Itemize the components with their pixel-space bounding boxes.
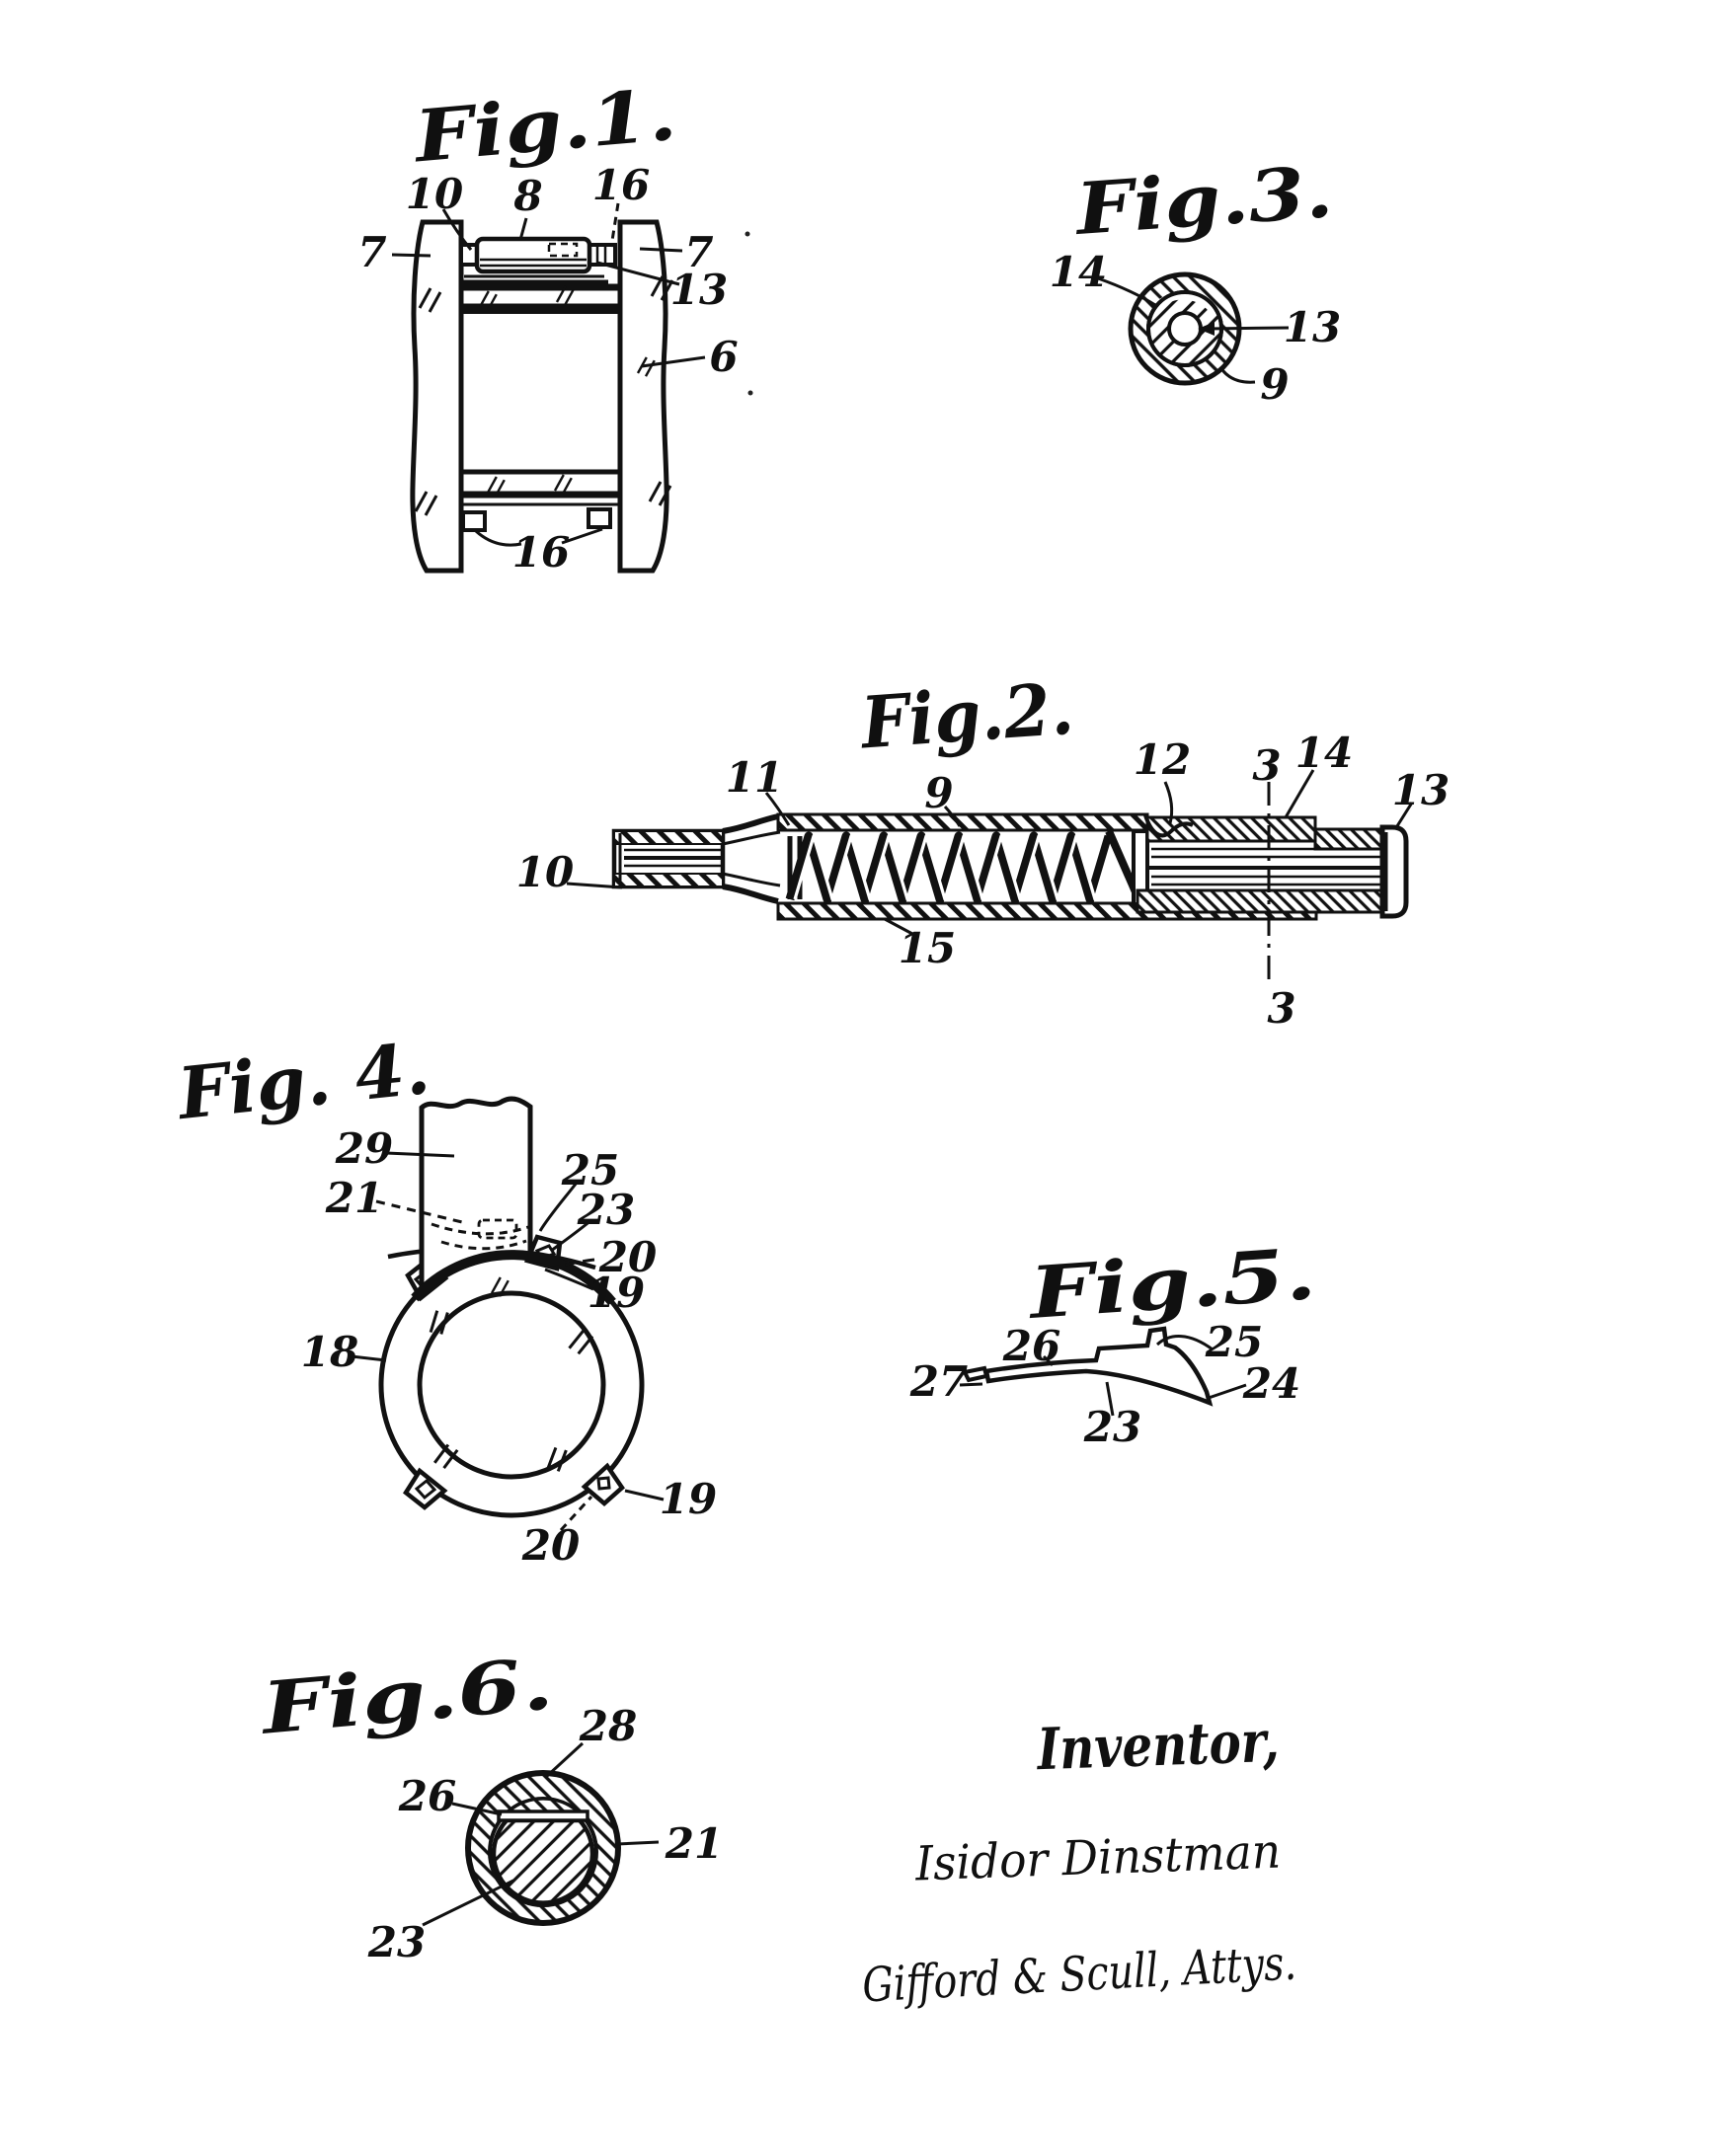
fig5-ref-25: 25 — [1205, 1318, 1263, 1366]
fig4-ref-20-bottom: 20 — [521, 1521, 580, 1570]
scan-speck — [745, 231, 750, 237]
fig5-end-tab-27 — [962, 1365, 989, 1383]
fig6-title: Fig.6. — [256, 1641, 556, 1750]
fig2-barrel-top-wall — [776, 812, 1149, 832]
fig6-bar-section-23 — [491, 1817, 595, 1905]
fig1-pin-hole-hidden — [547, 242, 579, 258]
fig4-hidden-details — [431, 1218, 529, 1251]
fig2-ref-11: 11 — [726, 753, 783, 802]
fig2-coil-spring — [785, 829, 1144, 905]
fig4-ref-21: 21 — [325, 1174, 383, 1222]
fig1-right-trunnion — [588, 243, 617, 267]
fig4-ref-18: 18 — [301, 1328, 358, 1376]
fig5-ref-23: 23 — [1083, 1403, 1141, 1451]
signature-block: Inventor, Isidor Dinstman Gifford & Scul… — [861, 1708, 1297, 2014]
fig1-ref-7-left: 7 — [357, 228, 386, 276]
fig6-flat-bar-26 — [497, 1810, 589, 1822]
inventor-signature: Isidor Dinstman — [913, 1824, 1282, 1892]
fig2-ref-15: 15 — [899, 924, 956, 972]
fig2-ref-3-bottom: 3 — [1267, 984, 1295, 1033]
figure-2: Fig.2. — [516, 666, 1450, 1033]
fig5-ref-26: 26 — [1002, 1322, 1060, 1370]
fig1-ref-7-right: 7 — [684, 228, 713, 276]
fig2-ref-3-top: 3 — [1252, 741, 1281, 790]
fig6-leaders — [422, 1741, 660, 1927]
fig6-ref-21: 21 — [665, 1819, 723, 1868]
fig4-leaders — [351, 1151, 665, 1532]
figure-6: Fig.6. 28 26 21 23 — [256, 1641, 723, 1966]
figure-3: Fig.3. 14 13 9 — [1050, 149, 1341, 409]
fig4-ref-25: 25 — [561, 1146, 619, 1194]
attorneys-signature: Gifford & Scull, Attys. — [861, 1936, 1297, 2014]
fig4-ring-top-edge — [411, 1250, 616, 1306]
fig5-ref-27: 27 — [909, 1357, 968, 1406]
fig5-title: Fig.5. — [1025, 1231, 1319, 1335]
fig3-arrowhead — [1198, 322, 1215, 336]
fig2-inner-rod — [1145, 847, 1386, 886]
fig6-ref-23: 23 — [367, 1918, 426, 1966]
figure-5: Fig.5. 27 26 25 24 23 — [909, 1231, 1319, 1451]
fig5-leaders — [959, 1335, 1247, 1417]
fig2-ref-13: 13 — [1392, 766, 1450, 814]
fig5-bar-profile — [983, 1326, 1214, 1407]
fig2-ref-9: 9 — [924, 769, 953, 817]
fig4-ref-19-bottom: 19 — [660, 1475, 717, 1523]
fig3-title: Fig.3. — [1071, 149, 1336, 251]
fig1-ref-13: 13 — [670, 266, 728, 314]
inventor-heading: Inventor, — [1035, 1708, 1281, 1784]
fig1-dial-opening — [458, 303, 623, 475]
fig3-ref-13: 13 — [1284, 303, 1341, 351]
fig3-bore — [1167, 311, 1203, 346]
fig4-case-ring-inner — [417, 1290, 606, 1480]
fig4-ref-29: 29 — [335, 1124, 393, 1173]
fig1-bottom-tab-left — [461, 510, 487, 532]
fig1-ref-16-bottom: 16 — [512, 528, 570, 577]
fig1-ref-10: 10 — [406, 170, 463, 218]
fig2-ref-10: 10 — [516, 848, 574, 896]
fig4-ref-23: 23 — [577, 1186, 635, 1234]
fig6-ref-28: 28 — [579, 1702, 637, 1750]
fig5-ref-24: 24 — [1242, 1359, 1300, 1408]
fig3-ref-9: 9 — [1260, 360, 1289, 409]
fig4-ref-19-top: 19 — [588, 1269, 645, 1317]
figure-4: Fig. 4. — [172, 1026, 717, 1570]
fig1-left-lug-bar — [410, 219, 464, 574]
fig4-ref-20-top: 20 — [598, 1233, 657, 1281]
figure-1: Fig.1. — [357, 72, 753, 577]
fig2-retainer-curl — [1143, 814, 1194, 838]
fig1-ref-16-top: 16 — [592, 161, 650, 209]
fig3-leaders — [1097, 276, 1290, 384]
fig4-title: Fig. 4. — [172, 1026, 432, 1135]
fig2-end-cap — [1379, 824, 1409, 919]
fig3-ref-14: 14 — [1050, 248, 1107, 296]
fig6-top-segment — [504, 1797, 583, 1813]
fig2-sleeve-bottom-wall — [1136, 888, 1386, 914]
fig1-barrel — [474, 236, 592, 274]
fig2-trunnion-tip — [611, 828, 726, 889]
fig1-ref-8: 8 — [512, 172, 542, 220]
scan-speck — [747, 390, 753, 396]
fig1-leaders — [391, 202, 706, 547]
fig1-bottom-tab-right — [587, 507, 612, 529]
fig1-right-lug-bar — [617, 219, 669, 574]
fig6-ref-26: 26 — [398, 1772, 456, 1820]
fig2-ref-12: 12 — [1134, 735, 1191, 784]
fig2-ref-14: 14 — [1295, 729, 1353, 777]
fig1-spring-bar — [459, 236, 617, 285]
fig2-leaders — [566, 769, 1414, 937]
fig2-title: Fig.2. — [857, 666, 1076, 765]
fig2-flare — [722, 813, 781, 904]
fig1-ref-6: 6 — [709, 333, 738, 381]
